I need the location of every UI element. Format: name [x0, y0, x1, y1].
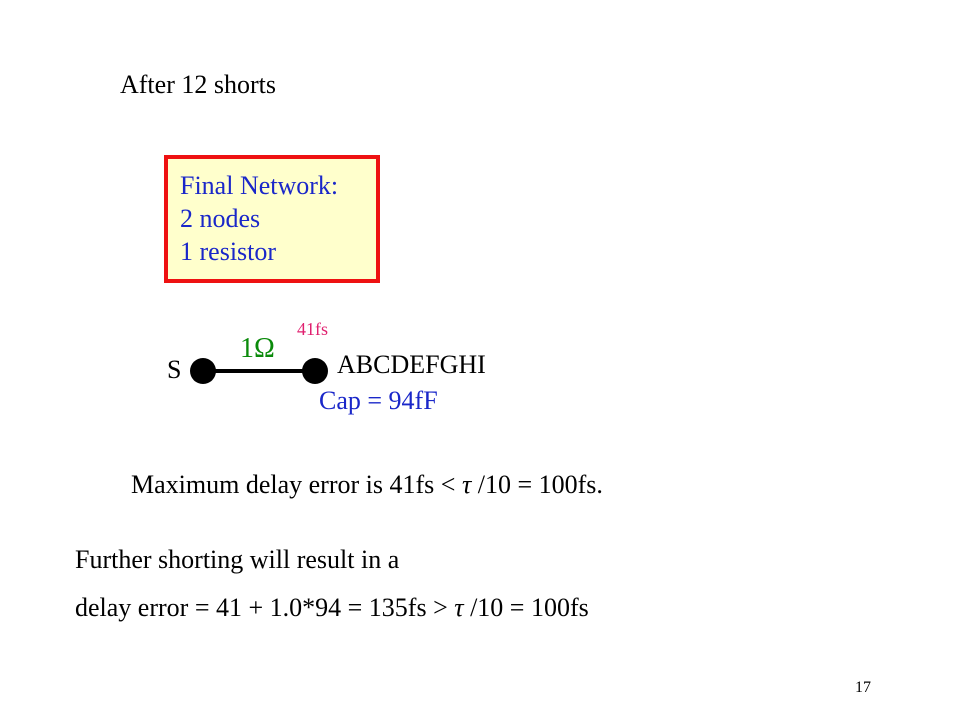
capacitance-label: Cap = 94fF — [319, 386, 438, 415]
resistor-value-label: 1Ω — [240, 333, 275, 364]
further-shorting-line2: delay error = 41 + 1.0*94 = 135fs > τ /1… — [75, 593, 589, 623]
summary-suffix: /10 = 100fs. — [471, 470, 603, 499]
tau-symbol: τ — [454, 593, 464, 622]
page-number: 17 — [855, 679, 871, 696]
node-delay-label: 41fs — [297, 319, 328, 339]
final-network-box: Final Network: 2 nodes 1 resistor — [164, 155, 380, 283]
further-suffix: /10 = 100fs — [463, 593, 589, 622]
sink-node-label: ABCDEFGHI — [337, 350, 486, 379]
further-shorting-line1: Further shorting will result in a — [75, 545, 400, 574]
source-node-dot — [190, 358, 216, 384]
slide-title: After 12 shorts — [120, 70, 276, 99]
network-box-heading: Final Network: — [180, 171, 339, 200]
tau-symbol: τ — [461, 470, 472, 499]
source-node-label: S — [167, 355, 182, 384]
further-prefix: delay error = 41 + 1.0*94 = 135fs > — [75, 593, 455, 622]
summary-prefix: Maximum delay error is 41fs < — [131, 470, 462, 499]
sink-node-dot — [302, 358, 328, 384]
network-resistor-count: 1 resistor — [180, 237, 277, 266]
network-node-count: 2 nodes — [180, 204, 261, 233]
max-delay-error-statement: Maximum delay error is 41fs < τ /10 = 10… — [131, 470, 603, 500]
